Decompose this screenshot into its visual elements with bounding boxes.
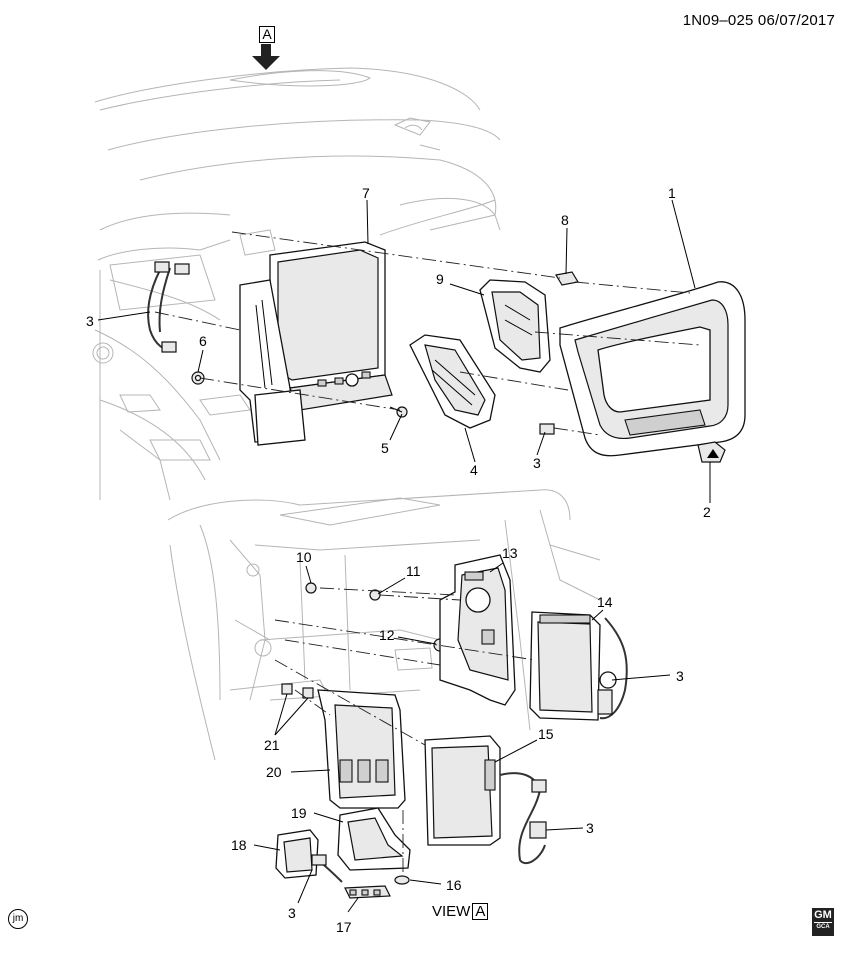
air-vent-left [409, 334, 496, 429]
view-a-box-label: A [259, 26, 275, 43]
callout-15: 15 [538, 726, 554, 742]
callout-11: 11 [406, 563, 421, 579]
callout-10: 10 [296, 549, 312, 565]
hazard-switch [697, 441, 726, 463]
callout-12: 12 [379, 627, 395, 643]
nut-16 [394, 875, 410, 885]
callout-20: 20 [266, 764, 282, 780]
module-bracket-13 [439, 554, 516, 706]
callout-1: 1 [668, 185, 676, 201]
trim-bezel [559, 281, 746, 457]
callout-3-bottom: 3 [288, 905, 296, 921]
callout-numbers: 1 2 3 4 5 6 7 8 9 3 3 10 11 12 13 14 3 1… [86, 185, 711, 935]
panel-frame-lower-outline [167, 489, 601, 761]
callout-16: 16 [446, 877, 462, 893]
callout-4: 4 [470, 462, 478, 478]
view-text: VIEW [432, 903, 471, 920]
fastener-6 [191, 371, 205, 385]
callout-8: 8 [561, 212, 569, 228]
callout-3-lower-right: 3 [676, 668, 684, 684]
view-arrow-icon [252, 44, 280, 70]
control-module-14 [529, 611, 628, 721]
callout-2: 2 [703, 504, 711, 520]
control-module-18 [275, 829, 343, 883]
instrument-panel-outline [92, 67, 501, 501]
callout-21: 21 [264, 737, 280, 753]
connector-mid [539, 423, 555, 435]
radio-display-module [239, 241, 393, 446]
leader-lines [97, 199, 711, 913]
callout-13: 13 [502, 545, 518, 561]
callout-17: 17 [336, 919, 352, 935]
assembly-lines-upper [154, 231, 701, 436]
screw-11 [369, 589, 381, 601]
screw-10 [305, 582, 317, 594]
assembly-lines-lower [274, 587, 536, 875]
module-bracket-20 [317, 689, 406, 809]
callout-18: 18 [231, 837, 247, 853]
diagram-code-date: 1N09–025 06/07/2017 [682, 12, 835, 29]
connector-17 [344, 885, 391, 899]
callout-6: 6 [199, 333, 207, 349]
wiring-harness-upper [147, 261, 190, 353]
module-bracket-19 [337, 807, 411, 871]
view-caption-box: A [472, 903, 489, 920]
control-module-15 [424, 735, 547, 865]
air-vent-right [479, 279, 551, 373]
callout-3-upper-left: 3 [86, 313, 94, 329]
clip-8 [555, 271, 579, 286]
callout-3-upper-mid: 3 [533, 455, 541, 471]
callout-9: 9 [436, 271, 444, 287]
callout-14: 14 [597, 594, 613, 610]
illustrator-badge: jm [8, 909, 28, 929]
callout-19: 19 [291, 805, 307, 821]
callout-7: 7 [362, 185, 370, 201]
callout-5: 5 [381, 440, 389, 456]
callout-3-lower-mid: 3 [586, 820, 594, 836]
